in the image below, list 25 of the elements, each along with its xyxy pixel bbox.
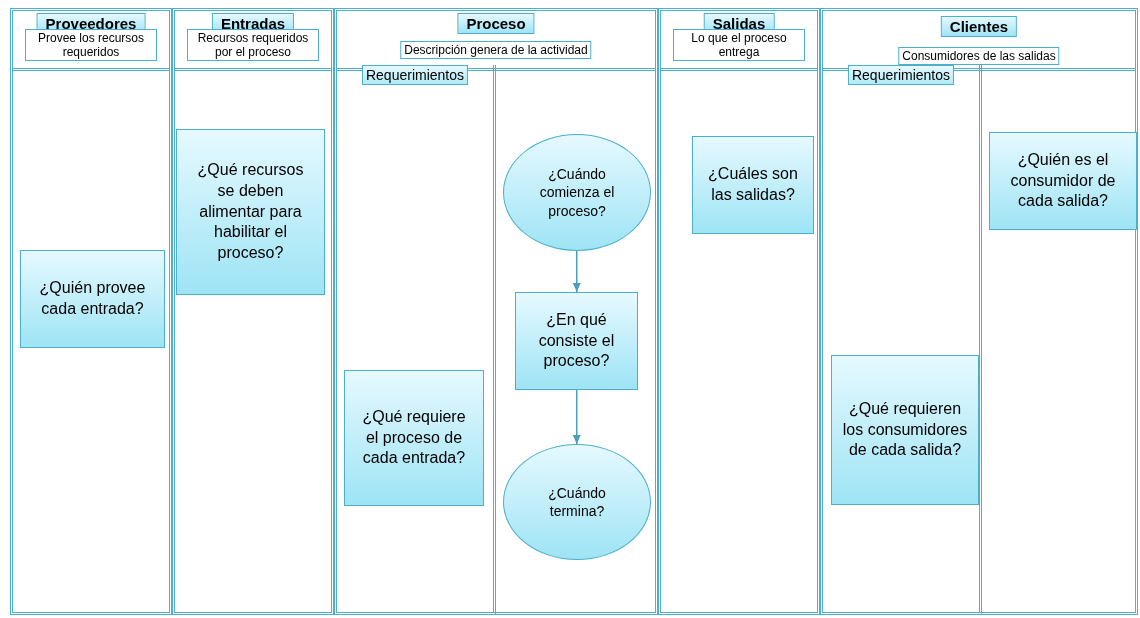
swimlane	[172, 8, 334, 615]
lane-description: Consumidores de las salidas	[898, 47, 1060, 65]
process-box: ¿Qué requiere el proceso de cada entrada?	[344, 370, 484, 506]
lane-title: Proceso	[457, 13, 535, 34]
lane-description: Provee los recursos requeridos	[25, 29, 157, 61]
process-box: ¿Cuáles son las salidas?	[692, 136, 814, 234]
event-ellipse: ¿Cuándo comienza el proceso?	[503, 134, 651, 251]
arrow	[572, 389, 581, 445]
lane-description: Descripción genera de la actividad	[400, 41, 592, 59]
lane-title: Clientes	[940, 16, 1018, 37]
lane-description: Lo que el proceso entrega	[673, 29, 805, 61]
process-box: ¿Qué requieren los consumidores de cada salida?	[831, 355, 979, 505]
swimlane	[820, 8, 1138, 615]
swimlane	[334, 8, 658, 615]
column-heading: Requerimientos	[361, 65, 469, 85]
process-box: ¿Qué recursos se deben alimentar para habilitar el proceso?	[176, 129, 325, 295]
arrow	[572, 250, 581, 293]
process-box: ¿En qué consiste el proceso?	[515, 292, 638, 390]
process-box: ¿Quién es el consumidor de cada salida?	[989, 132, 1137, 230]
swimlane	[658, 8, 820, 615]
process-box: ¿Quién provee cada entrada?	[20, 250, 165, 348]
event-ellipse: ¿Cuándo termina?	[503, 444, 651, 560]
swimlane	[10, 8, 172, 615]
column-heading: Requerimientos	[847, 65, 955, 85]
lane-description: Recursos requeridos por el proceso	[187, 29, 319, 61]
